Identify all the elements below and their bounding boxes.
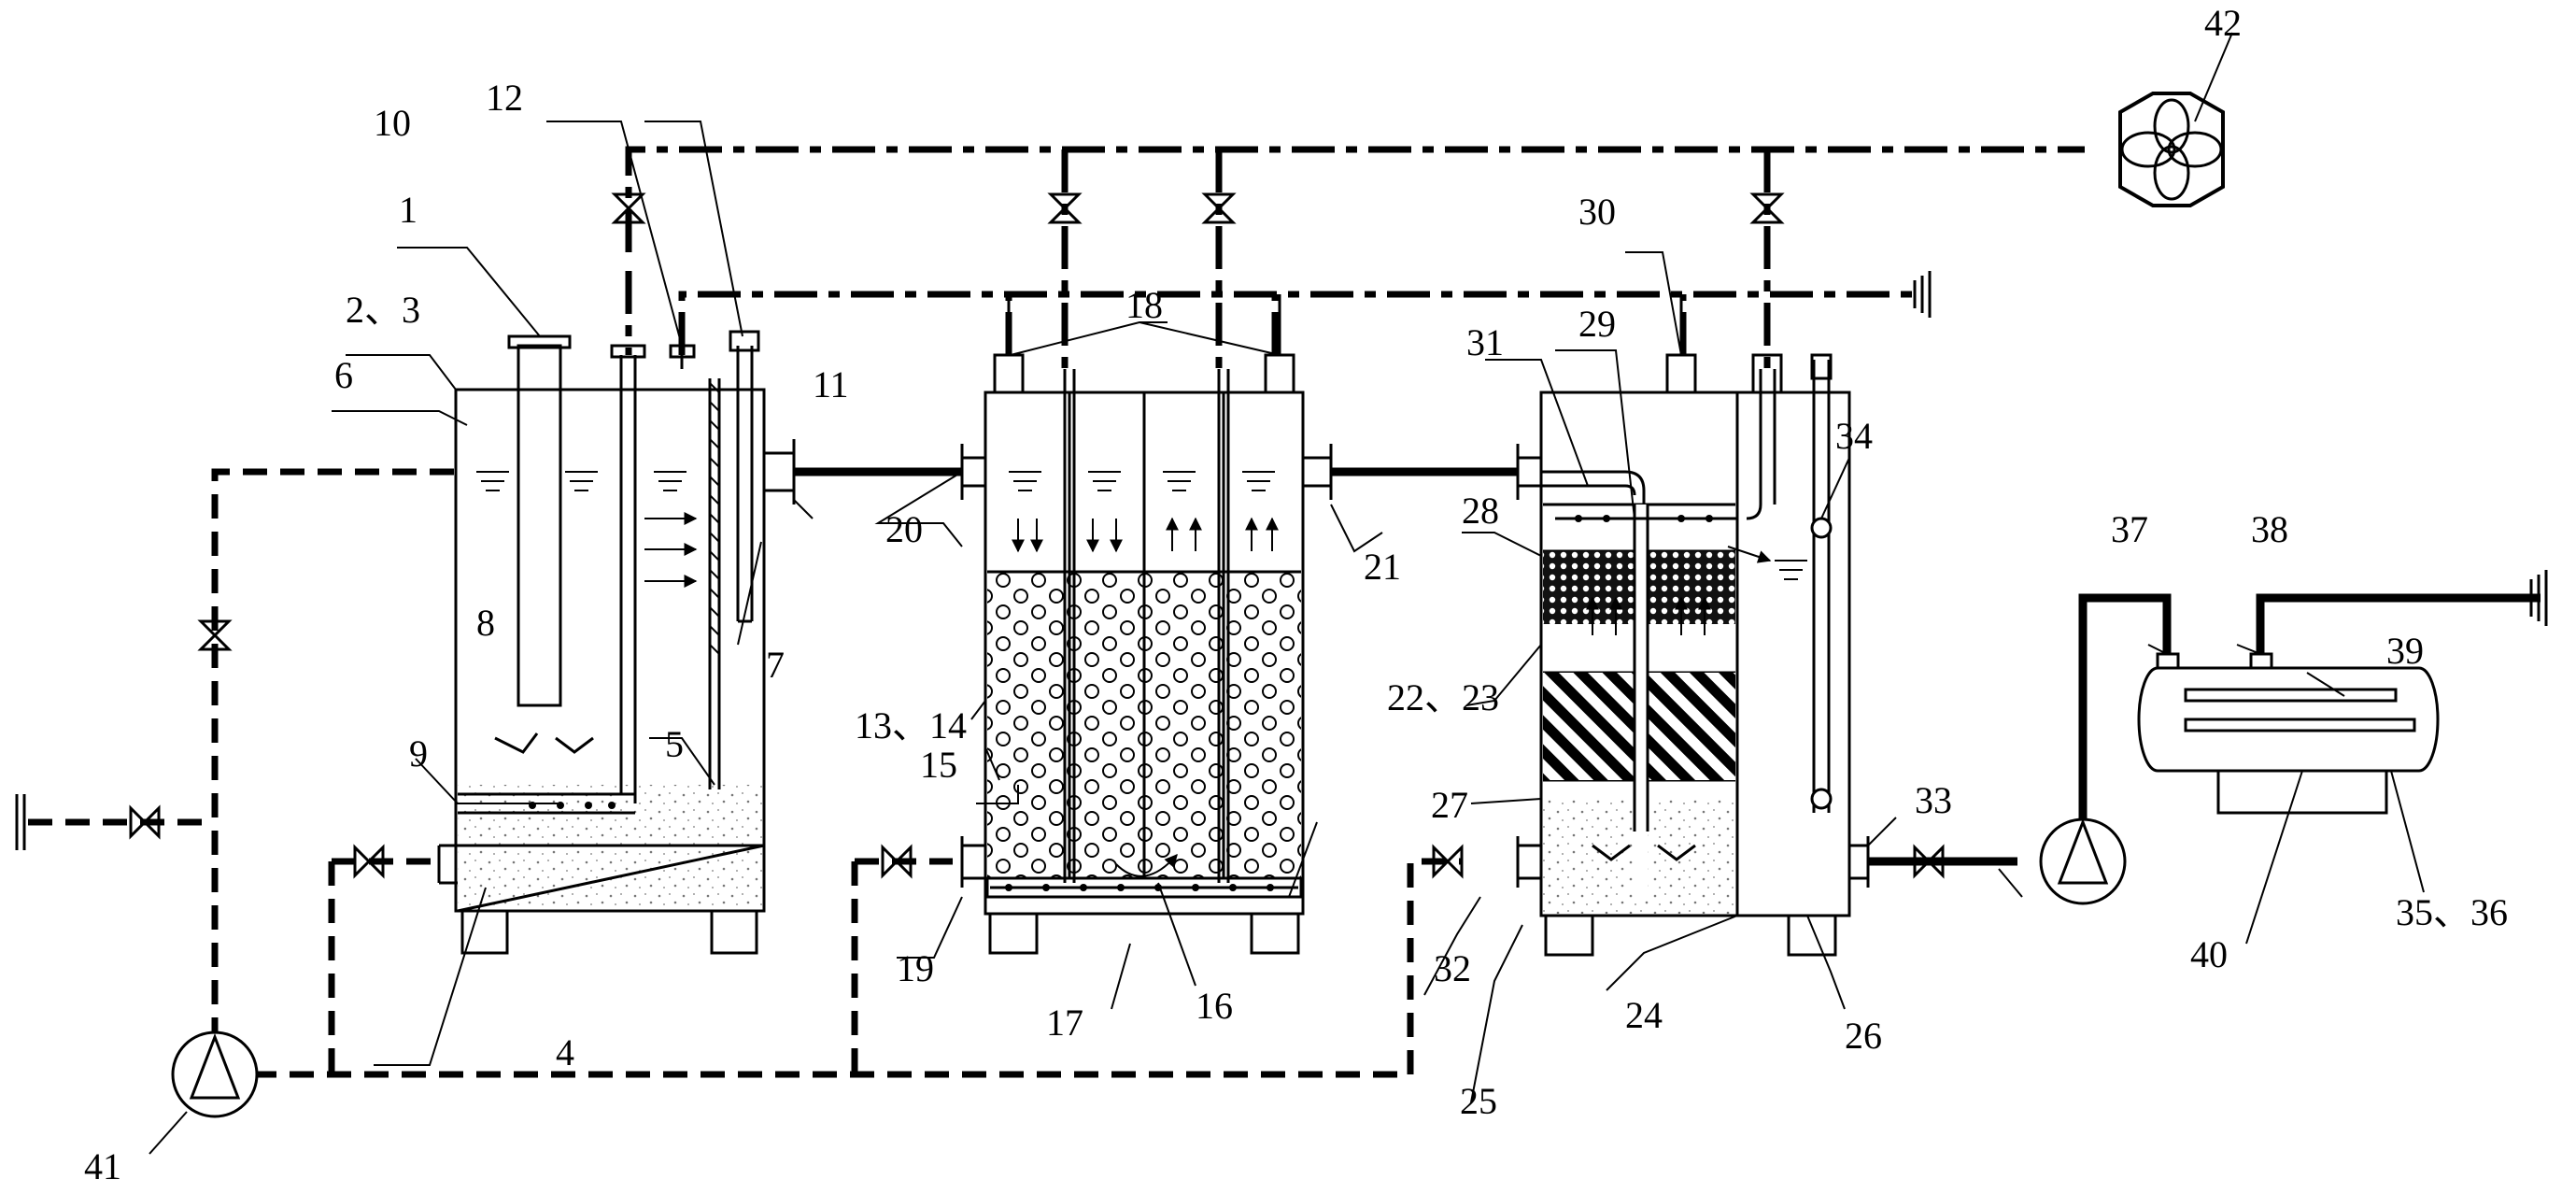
labels: 1 2、3 6 10 12 11 8 7 5 9 4 18 20 21 13、1… <box>84 2 2508 1187</box>
valve-tank2-out[interactable] <box>881 844 913 879</box>
label-20: 20 <box>885 508 923 550</box>
label-18: 18 <box>1125 284 1163 326</box>
valve-recycle[interactable] <box>197 619 233 651</box>
tank-1 <box>437 330 796 955</box>
label-2-3: 2、3 <box>346 289 420 331</box>
label-41: 41 <box>84 1145 121 1187</box>
connection-pipes <box>794 467 2548 866</box>
label-15: 15 <box>920 744 957 786</box>
label-38: 38 <box>2251 508 2288 550</box>
recycle-line <box>15 468 1462 1078</box>
label-9: 9 <box>409 732 428 775</box>
valve-tank3-out[interactable] <box>1432 844 1464 879</box>
leader-lines <box>149 32 2425 1155</box>
label-25: 25 <box>1460 1080 1497 1122</box>
label-22-23: 22、23 <box>1387 676 1499 718</box>
pump-right[interactable] <box>2039 817 2127 905</box>
label-42: 42 <box>2204 2 2242 44</box>
valve-air-2[interactable] <box>1047 192 1083 224</box>
label-8: 8 <box>476 602 495 644</box>
tank-2 <box>960 294 1333 955</box>
label-35-36: 35、36 <box>2396 891 2508 933</box>
label-37: 37 <box>2111 508 2148 550</box>
label-6: 6 <box>334 354 353 396</box>
valve-air-3[interactable] <box>1201 192 1237 224</box>
label-40: 40 <box>2190 933 2228 975</box>
valve-air-1[interactable] <box>611 192 646 224</box>
label-12: 12 <box>486 77 523 119</box>
label-32: 32 <box>1434 947 1471 989</box>
label-10: 10 <box>374 102 411 144</box>
label-34: 34 <box>1835 415 1873 457</box>
valve-air-4[interactable] <box>1749 192 1785 224</box>
valve-tank1-out[interactable] <box>353 844 385 879</box>
label-33: 33 <box>1915 779 1952 821</box>
label-26: 26 <box>1845 1015 1882 1057</box>
label-4: 4 <box>556 1031 574 1073</box>
label-29: 29 <box>1578 303 1616 345</box>
label-11: 11 <box>813 363 849 405</box>
blower-42[interactable] <box>2118 92 2225 207</box>
pump-41[interactable] <box>171 1031 259 1118</box>
valve-tank3-discharge[interactable] <box>1913 844 1945 879</box>
label-16: 16 <box>1196 985 1233 1027</box>
label-28: 28 <box>1462 490 1499 532</box>
label-30: 30 <box>1578 191 1616 233</box>
label-13-14: 13、14 <box>855 704 967 746</box>
label-19: 19 <box>897 947 934 989</box>
air-main-line <box>625 146 2085 369</box>
valve-drain-left[interactable] <box>129 804 161 840</box>
label-27: 27 <box>1431 784 1468 826</box>
label-39: 39 <box>2386 630 2424 672</box>
tank-3 <box>1516 294 1870 957</box>
label-21: 21 <box>1364 546 1401 588</box>
label-5: 5 <box>665 723 684 765</box>
label-31: 31 <box>1466 321 1504 363</box>
label-1: 1 <box>399 189 418 231</box>
label-24: 24 <box>1625 994 1663 1036</box>
label-17: 17 <box>1046 1002 1083 1044</box>
label-7: 7 <box>766 644 785 686</box>
reactor-35-36 <box>2137 652 2440 815</box>
